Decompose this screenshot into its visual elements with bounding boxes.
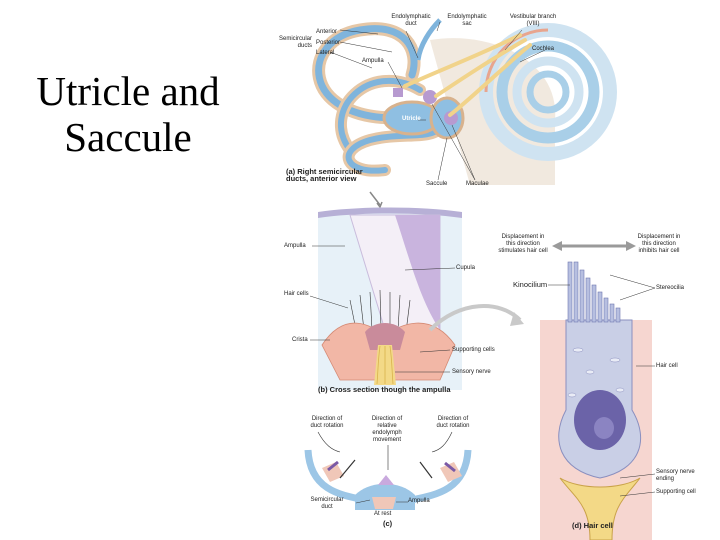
label-sensory-nerve-ending: Sensory nerve ending [656,469,695,482]
label-cupula: Cupula [456,265,476,271]
label-duct-rotation-left: Direction of duct rotation [310,416,344,429]
stereocilia [567,261,621,323]
label-cochlea: Cochlea [532,46,555,52]
label-semicircular-ducts: Semicircular ducts [278,36,312,49]
label-crista: Crista [292,337,308,343]
label-sensory-nerve: Sensory nerve [452,369,491,375]
panel-c-rotation [304,431,472,510]
caption-panel-b: (b) Cross section though the ampulla [318,385,451,394]
label-hair-cell: Hair cell [656,363,678,369]
panel-d-hair-cell [540,241,656,540]
label-displacement-inhibits: Displacement in this direction inhibits … [637,234,681,254]
label-ampulla-a: Ampulla [362,58,384,64]
panel-a-to-b-arrow [369,191,383,209]
panel-b-ampulla [309,207,462,390]
label-utricle: Utricle [402,116,421,122]
label-kinocilium: Kinocilium [513,280,548,289]
caption-panel-a: (a) Right semicircular ducts, anterior v… [286,167,363,183]
label-stereocilia: Stereocilia [656,285,685,291]
slide-title: Utricle and Saccule [36,68,220,160]
label-endolymph-movement: Direction of relative endolymph movement [371,416,403,443]
cochlea-spiral [479,23,617,161]
label-posterior: Posterior [316,40,341,46]
panel-b-to-d-arrow [428,304,524,332]
semicircular-loops [312,22,446,177]
label-duct-rotation-right: Direction of duct rotation [436,416,470,429]
label-ampulla-b: Ampulla [284,243,306,249]
label-ampulla-c: Ampulla [408,498,430,504]
vestibular-nerve [403,33,532,117]
label-hair-cells: Hair cells [284,291,309,297]
label-maculae: Maculae [466,181,489,187]
label-displacement-stimulates: Displacement in this direction stimulate… [498,234,548,254]
panel-a-semicircular-ducts [290,12,617,187]
label-supporting-cells: Supporting cells [452,347,495,353]
label-anterior: Anterior [316,29,338,35]
caption-panel-d: (d) Hair cell [572,521,613,530]
label-saccule: Saccule [426,181,448,187]
label-semicircular-duct: Semicircular duct [310,497,344,510]
label-vestibular-branch: Vestibular branch (VIII) [509,14,557,27]
label-supporting-cell: Supporting cell [656,489,696,495]
label-at-rest: At rest [374,511,392,517]
label-lateral: Lateral [316,50,335,56]
caption-panel-c: (c) [383,519,393,528]
label-endolymphatic-sac: Endolymphatic sac [447,14,487,27]
label-endolymphatic-duct: Endolymphatic duct [391,14,431,27]
